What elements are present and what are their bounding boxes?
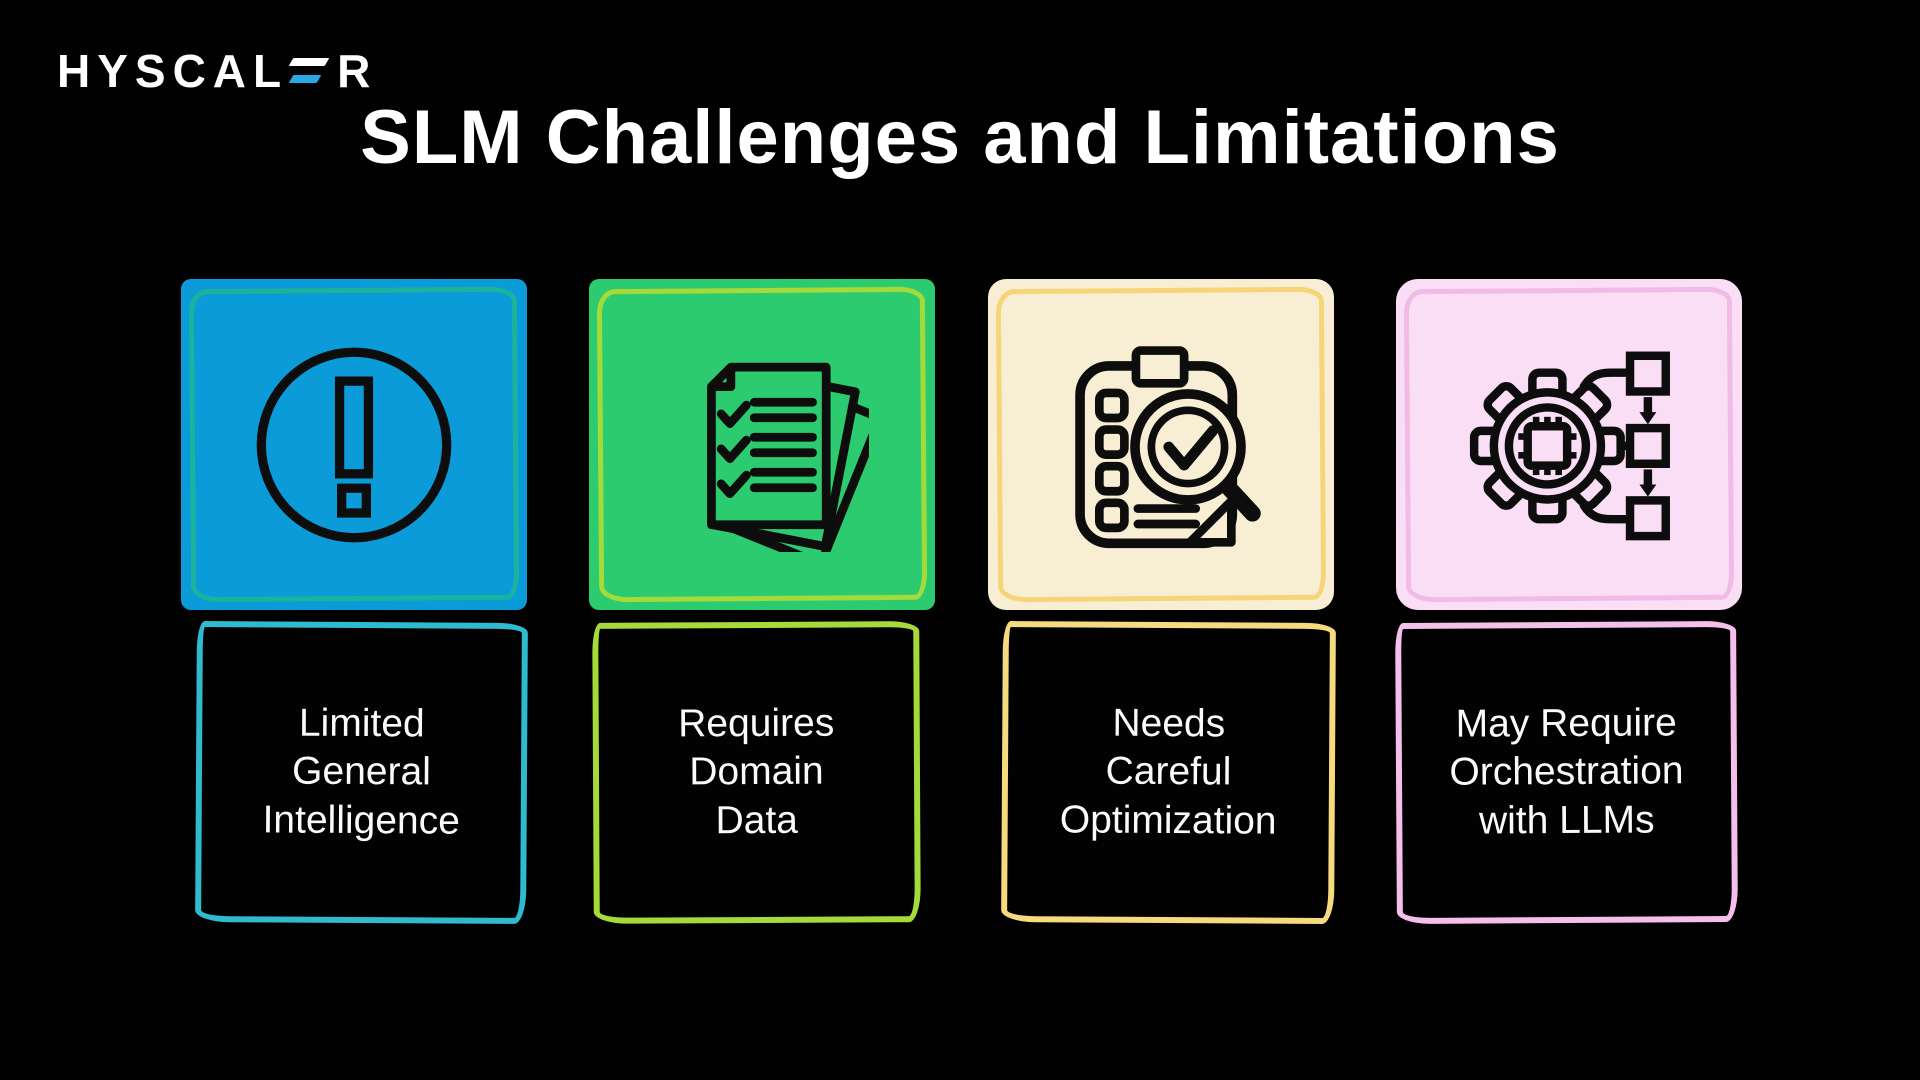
logo-text-suffix: R bbox=[337, 45, 378, 97]
logo-e-bar-mid bbox=[288, 75, 322, 83]
card-label: Needs Careful Optimization bbox=[1059, 701, 1277, 843]
gear-flowchart-icon bbox=[1469, 351, 1670, 540]
logo-text-primary: HYSCAL bbox=[57, 45, 289, 97]
label-box-may-require-orchestration-with-llms: May Require Orchestration with LLMs bbox=[1395, 620, 1738, 925]
page-title: SLM Challenges and Limitations bbox=[360, 95, 1560, 180]
logo-e-bar-top bbox=[288, 58, 330, 66]
card-label: May Require Orchestration with LLMs bbox=[1449, 701, 1684, 843]
label-box-requires-domain-data: Requires Domain Data bbox=[592, 621, 921, 924]
alert-icon bbox=[256, 347, 452, 542]
card-needs-careful-optimization bbox=[988, 279, 1334, 610]
label-box-limited-general-intelligence: Limited General Intelligence bbox=[195, 620, 528, 925]
card-limited-general-intelligence bbox=[181, 279, 527, 610]
card-may-require-orchestration-with-llms bbox=[1396, 279, 1742, 610]
card-label: Limited General Intelligence bbox=[262, 701, 460, 843]
hyscaler-logo: HYSCAL R bbox=[57, 44, 377, 98]
logo-e-bars-icon bbox=[288, 54, 331, 88]
label-box-needs-careful-optimization: Needs Careful Optimization bbox=[1001, 620, 1336, 925]
card-requires-domain-data bbox=[589, 279, 935, 610]
documents-checklist-icon bbox=[707, 362, 869, 552]
card-label: Requires Domain Data bbox=[678, 701, 835, 842]
clipboard-search-icon bbox=[1075, 345, 1261, 548]
